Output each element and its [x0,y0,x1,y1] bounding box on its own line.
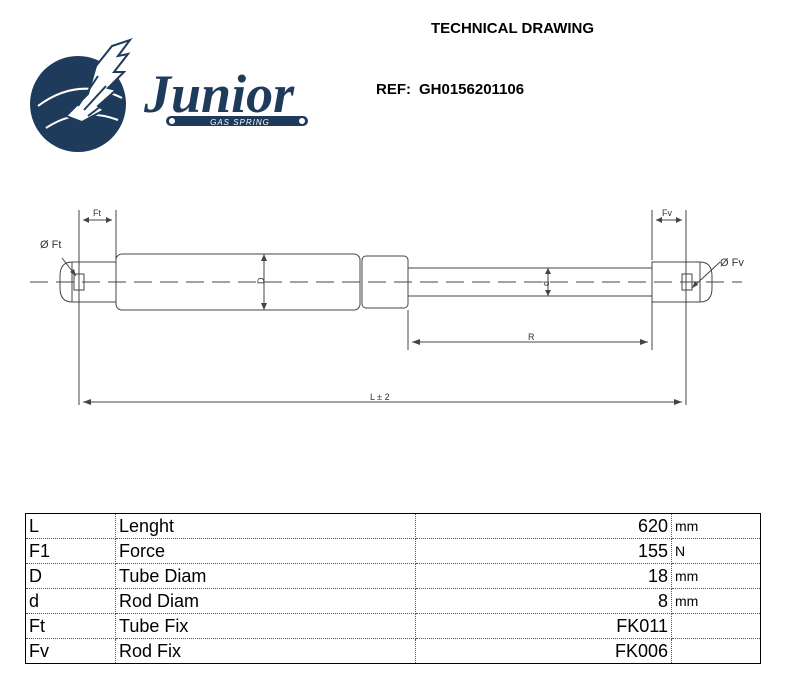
arrowhead [545,268,551,274]
ref-label: REF: [376,81,411,98]
globe-meridian-icon [37,87,123,107]
right-end-fitting [651,261,713,303]
page-title: TECHNICAL DRAWING [430,20,595,37]
spec-name-cell: Lenght [115,513,416,539]
ref-value: GH0156201106 [419,81,525,98]
spec-name-cell: Rod Diam [115,588,416,614]
spec-unit-cell: mm [671,588,761,614]
spec-unit-cell: mm [671,563,761,589]
spring-eye-icon [169,118,175,124]
spec-value-cell: 155 [415,538,672,564]
spec-unit-cell: N [671,538,761,564]
brand-name: Junior [143,64,295,124]
technical-drawing: Ft Fv Ø Ft Ø Fv R L ± 2 D d [30,208,744,405]
spec-code-cell: F1 [25,538,116,564]
arrowhead [545,290,551,296]
spec-unit-cell [671,638,761,664]
arrowhead [83,217,89,223]
spec-name-cell: Tube Diam [115,563,416,589]
rod-diameter-label: d [541,281,551,286]
spring-eye-icon [299,118,305,124]
arrowhead [106,217,112,223]
arrowhead [674,399,682,405]
spec-name-cell: Force [115,538,416,564]
junior-logo: Junior GAS SPRING [30,38,308,152]
arrowhead [692,281,698,288]
spec-name-cell: Rod Fix [115,638,416,664]
phi-fv-label: Ø Fv [720,257,744,269]
phi-ft-label: Ø Ft [40,239,61,251]
arrowhead [261,254,267,261]
spec-code-cell: Ft [25,613,116,639]
spec-code-cell: d [25,588,116,614]
arrowhead [656,217,662,223]
arrowhead [261,303,267,310]
brand-tagline: GAS SPRING [210,118,270,127]
tube-diameter-label: D [256,277,266,284]
spec-name-cell: Tube Fix [115,613,416,639]
fv-label: Fv [662,208,672,218]
spec-value-cell: FK011 [415,613,672,639]
reference: REF: GH0156201106 [376,81,524,98]
spec-code-cell: L [25,513,116,539]
spec-unit-cell: mm [671,513,761,539]
arrowhead [83,399,91,405]
spring-bar-icon [166,116,308,126]
r-label: R [528,332,535,342]
spec-value-cell: 620 [415,513,672,539]
spec-code-cell: Fv [25,638,116,664]
spec-value-cell: FK006 [415,638,672,664]
arrowhead [676,217,682,223]
spec-code-cell: D [25,563,116,589]
arrowhead [412,339,420,345]
tube-body [115,253,361,311]
tube-collar [361,255,409,309]
ft-label: Ft [93,208,101,218]
spec-unit-cell [671,613,761,639]
spec-value-cell: 8 [415,588,672,614]
arrowhead [70,269,76,276]
l-label: L ± 2 [370,392,390,402]
spec-value-cell: 18 [415,563,672,589]
right-fitting-hole [681,273,693,291]
wing-feather-icon [77,75,115,117]
arrowhead [640,339,648,345]
